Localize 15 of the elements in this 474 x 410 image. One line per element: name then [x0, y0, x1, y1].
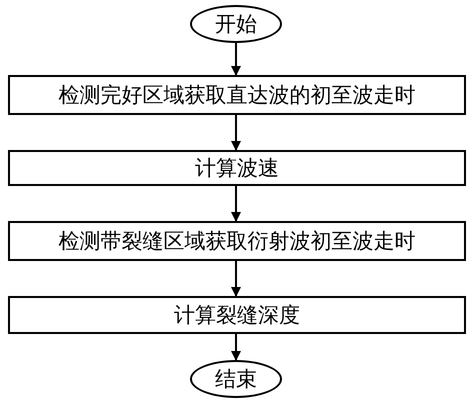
arrow [231, 334, 241, 361]
process-box [8, 221, 466, 261]
arrow [231, 43, 241, 76]
process-box [8, 75, 466, 115]
process-box [8, 150, 466, 186]
step-text: 检测完好区域获取直达波的初至波走时 [58, 82, 416, 108]
process-box [8, 296, 466, 334]
arrow [231, 261, 241, 297]
step-text: 计算裂缝深度 [174, 302, 300, 328]
step-text: 开始 [215, 10, 257, 38]
arrow [231, 115, 241, 151]
step-text: 结束 [215, 366, 257, 392]
step-text: 计算波速 [195, 154, 279, 182]
step-text: 检测带裂缝区域获取衍射波初至波走时 [58, 228, 416, 254]
arrow [231, 186, 241, 222]
